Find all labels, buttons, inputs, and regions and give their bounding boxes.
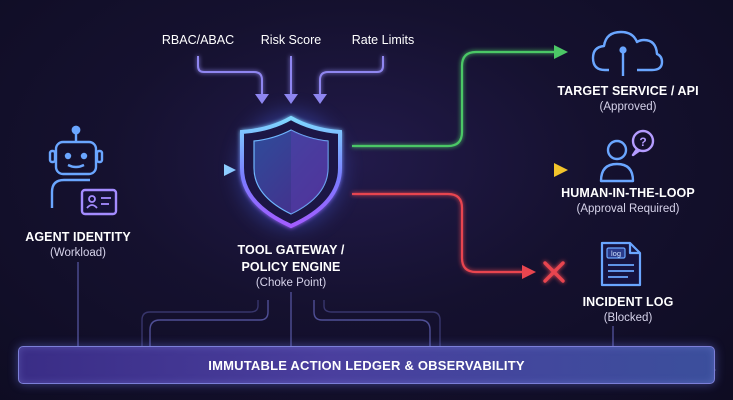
incident-log-title: INCIDENT LOG [582,295,674,309]
policy-input-arrows [197,56,384,96]
svg-text:?: ? [639,135,646,149]
policy-input-arrowheads [255,94,327,104]
human-in-the-loop-subtitle: (Approval Required) [576,203,680,215]
human-in-the-loop-title: HUMAN-IN-THE-LOOP [561,186,695,200]
human-in-the-loop-node: HUMAN-IN-THE-LOOP (Approval Required) [548,185,708,217]
cloud-icon [591,30,664,76]
shield-icon [239,112,343,229]
target-service-node: TARGET SERVICE / API (Approved) [548,83,708,115]
rate-limits-arrow [319,56,384,96]
rbac-arrow [197,56,263,96]
gateway-subtitle: (Choke Point) [255,277,327,289]
gateway-title-line1: TOOL GATEWAY / [237,243,345,257]
gateway-title-line2: POLICY ENGINE [241,260,341,274]
doc-label: log [611,249,621,258]
approval-required-route-arrow [352,163,568,177]
robot-with-id-card-icon [48,125,118,216]
approved-route-arrow [352,45,568,148]
action-ledger-bar: IMMUTABLE ACTION LEDGER & OBSERVABILITY [18,346,715,384]
blocked-route-arrow [352,192,536,279]
tool-gateway-node: TOOL GATEWAY / POLICY ENGINE (Choke Poin… [216,242,366,291]
target-service-subtitle: (Approved) [599,101,657,113]
agent-identity-subtitle: (Workload) [49,247,107,259]
agent-identity-node: AGENT IDENTITY (Workload) [8,229,148,261]
person-question-icon: ? [599,129,655,183]
incident-log-subtitle: (Blocked) [603,312,653,324]
rate-limits-label: Rate Limits [351,33,415,47]
action-ledger-label: IMMUTABLE ACTION LEDGER & OBSERVABILITY [208,357,525,373]
agent-to-gateway-arrow [128,164,236,176]
agent-identity-title: AGENT IDENTITY [25,230,131,244]
blocked-x-icon [543,261,565,283]
incident-log-node: INCIDENT LOG (Blocked) [548,294,708,326]
target-service-title: TARGET SERVICE / API [557,84,699,98]
rbac-abac-label: RBAC/ABAC [161,33,235,47]
log-document-icon: log [600,241,642,287]
ledger-feed-lines [77,262,614,346]
risk-score-label: Risk Score [260,33,322,47]
